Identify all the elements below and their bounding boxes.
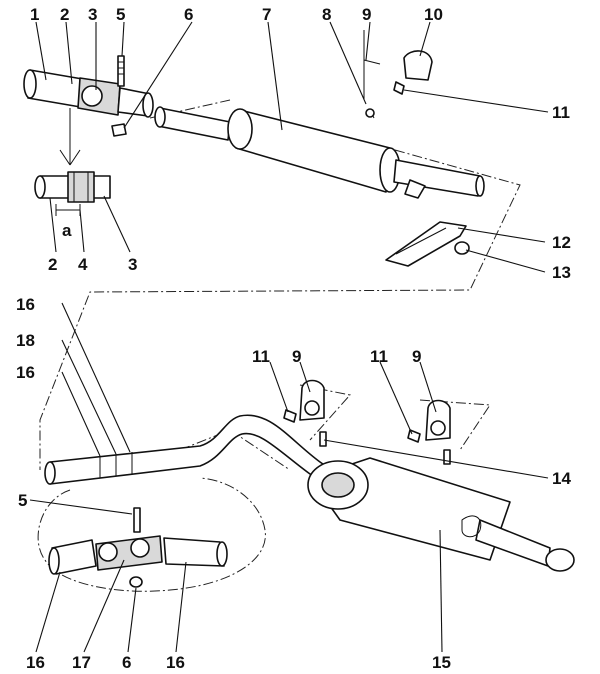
callout-17: 17 [72, 653, 91, 672]
callout-2-detail: 2 [48, 255, 57, 274]
callout-11-right: 11 [370, 347, 388, 366]
callout-5-clamp: 5 [18, 491, 27, 510]
callout-a: a [62, 221, 72, 240]
callout-10: 10 [424, 5, 443, 24]
callout-13: 13 [552, 263, 571, 282]
callout-6: 6 [184, 5, 193, 24]
rear-hanger-right [407, 399, 451, 465]
callout-14: 14 [552, 469, 571, 488]
rear-pipe [44, 414, 341, 491]
callout-12: 12 [552, 233, 571, 252]
callout-15: 15 [432, 653, 451, 672]
bracket-12 [385, 221, 467, 267]
front-muffler [154, 106, 485, 199]
callout-1: 1 [30, 5, 39, 24]
callout-5: 5 [116, 5, 125, 24]
callout-16-bl: 16 [26, 653, 45, 672]
nut-13 [454, 241, 470, 255]
front-hanger [363, 30, 433, 119]
rear-hanger-left [283, 379, 327, 447]
callout-11: 11 [552, 103, 570, 122]
callout-16-br: 16 [166, 653, 185, 672]
callout-7: 7 [262, 5, 271, 24]
callout-16-mid: 16 [16, 363, 35, 382]
group-outline-clamp [37, 477, 266, 592]
callout-9: 9 [362, 5, 371, 24]
front-pipe-joint [23, 55, 154, 137]
callout-4: 4 [78, 255, 88, 274]
callout-8: 8 [322, 5, 331, 24]
callout-11-left: 11 [252, 347, 270, 366]
callout-6-clamp: 6 [122, 653, 131, 672]
callout-16-top: 16 [16, 295, 35, 314]
rear-muffler [307, 457, 575, 572]
leader-lines [29, 21, 549, 653]
joint-detail [34, 108, 111, 216]
callout-9-right: 9 [412, 347, 421, 366]
callout-9-left: 9 [292, 347, 301, 366]
callout-3: 3 [88, 5, 97, 24]
callout-3-detail: 3 [128, 255, 137, 274]
callout-labels: 1 2 3 5 6 7 8 9 10 11 2 a 4 3 12 13 16 1… [16, 5, 571, 672]
callout-2: 2 [60, 5, 69, 24]
callout-18: 18 [16, 331, 35, 350]
clamp-assembly [48, 507, 228, 588]
